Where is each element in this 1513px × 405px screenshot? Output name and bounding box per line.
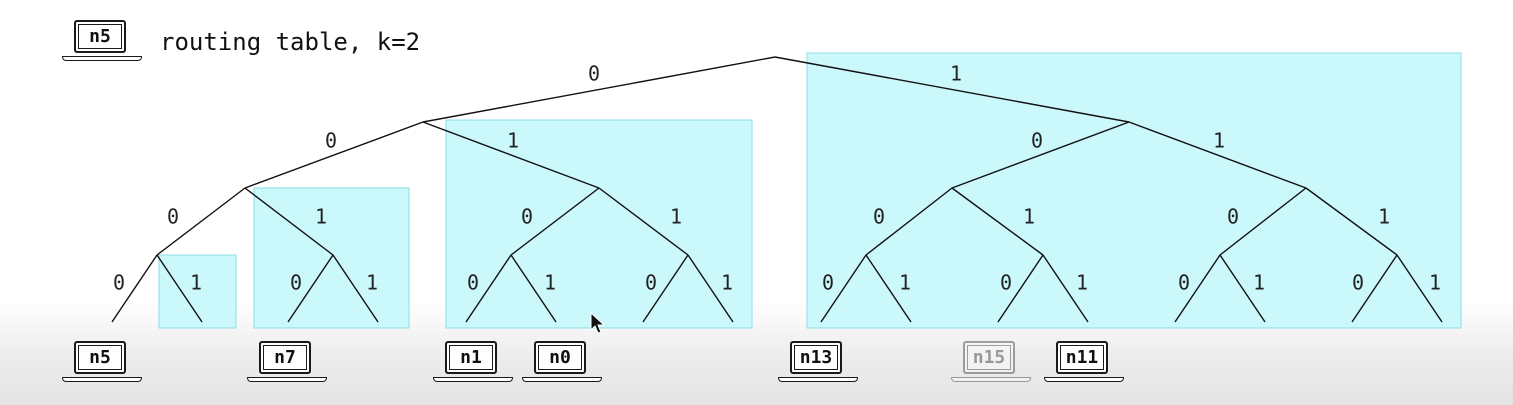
edge-label-root-1: 1 xyxy=(950,62,962,86)
edge-labels: 0 1 0 1 0 1 0 1 0 1 0 1 0 1 0 1 0 1 0 1 … xyxy=(113,62,1441,295)
node-laptop-n7[interactable]: n7 xyxy=(247,341,327,385)
edge-label-l3: 1 xyxy=(721,271,733,295)
k-bucket-01xx xyxy=(445,119,753,329)
edge-label-l3: 0 xyxy=(467,271,479,295)
edge-label-l3: 0 xyxy=(113,271,125,295)
edge-label-11-0: 0 xyxy=(1227,205,1239,229)
edge-label-l3: 1 xyxy=(899,271,911,295)
tree-edge xyxy=(951,187,1044,256)
edge-label-l3: 1 xyxy=(190,271,202,295)
tree-edge xyxy=(332,254,379,323)
node-label: n7 xyxy=(274,347,296,368)
edge-label-l3: 0 xyxy=(1178,271,1190,295)
tree-edge xyxy=(820,254,867,323)
edge-label-l3: 0 xyxy=(822,271,834,295)
edge-label-1-0: 0 xyxy=(1031,129,1043,153)
edge-label-0-1: 1 xyxy=(507,129,519,153)
tree-edge xyxy=(244,121,424,189)
tree-edge xyxy=(510,254,557,323)
node-label: n13 xyxy=(799,347,833,368)
header-node-label: n5 xyxy=(89,26,111,47)
edge-label-11-1: 1 xyxy=(1378,205,1390,229)
node-label: n11 xyxy=(1065,347,1099,368)
edge-label-l3: 1 xyxy=(1429,271,1441,295)
tree-edge xyxy=(1219,187,1307,256)
tree-edge xyxy=(244,187,334,256)
tree-edge xyxy=(156,254,203,323)
tree-edge xyxy=(1305,187,1398,256)
routing-table-header: n5 routing table, k=2 xyxy=(62,20,420,64)
tree-edge xyxy=(465,254,512,323)
edge-label-l3: 0 xyxy=(645,271,657,295)
tree-edge xyxy=(642,254,689,323)
node-label: n5 xyxy=(89,347,111,368)
edge-label-00-0: 0 xyxy=(167,205,179,229)
tree-edge xyxy=(598,187,689,256)
tree-edge xyxy=(287,254,334,323)
routing-table-title: routing table, k=2 xyxy=(160,28,421,56)
node-laptop-n11[interactable]: n11 xyxy=(1044,341,1124,385)
node-laptop-n15[interactable]: n15 xyxy=(951,341,1031,385)
edge-label-l3: 0 xyxy=(290,271,302,295)
tree-edge xyxy=(951,121,1130,189)
tree-edge xyxy=(156,187,246,256)
edge-label-1-1: 1 xyxy=(1213,129,1225,153)
edge-label-l3: 1 xyxy=(544,271,556,295)
edge-label-0-0: 0 xyxy=(325,129,337,153)
node-laptop-n1[interactable]: n1 xyxy=(433,341,513,385)
edge-label-10-0: 0 xyxy=(873,205,885,229)
tree-edge xyxy=(1351,254,1398,323)
tree-edge xyxy=(422,56,776,123)
k-bucket-11xx xyxy=(806,52,1462,329)
tree-edges xyxy=(111,56,1443,323)
tree-edge xyxy=(422,121,600,189)
edge-label-l3: 1 xyxy=(1253,271,1265,295)
node-laptop-n0[interactable]: n0 xyxy=(522,341,602,385)
node-label: n15 xyxy=(972,347,1006,368)
edge-label-l3: 0 xyxy=(1352,271,1364,295)
tree-edge xyxy=(1219,254,1266,323)
tree-edge xyxy=(997,254,1044,323)
tree-edge xyxy=(687,254,734,323)
edge-label-01-1: 1 xyxy=(670,205,682,229)
edge-label-01-0: 0 xyxy=(521,205,533,229)
edge-label-root-0: 0 xyxy=(588,62,600,86)
tree-edge xyxy=(865,254,912,323)
edge-label-l3: 1 xyxy=(366,271,378,295)
tree-edge xyxy=(774,56,1130,123)
edge-label-l3: 0 xyxy=(1000,271,1012,295)
node-label: n1 xyxy=(460,347,482,368)
edge-label-l3: 1 xyxy=(1076,271,1088,295)
node-laptop-n5[interactable]: n5 xyxy=(62,341,142,385)
tree-edge xyxy=(1174,254,1221,323)
mouse-cursor-icon xyxy=(590,312,606,334)
edge-label-10-1: 1 xyxy=(1023,205,1035,229)
edge-label-00-1: 1 xyxy=(315,205,327,229)
tree-edge xyxy=(1042,254,1089,323)
tree-edge xyxy=(510,187,600,256)
tree-edge xyxy=(865,187,953,256)
tree-edge xyxy=(111,254,158,323)
node-label: n0 xyxy=(549,347,571,368)
node-laptop-n13[interactable]: n13 xyxy=(778,341,858,385)
tree-edge xyxy=(1128,121,1307,189)
laptop-node-icon-header: n5 xyxy=(62,20,142,64)
tree-edge xyxy=(1396,254,1443,323)
